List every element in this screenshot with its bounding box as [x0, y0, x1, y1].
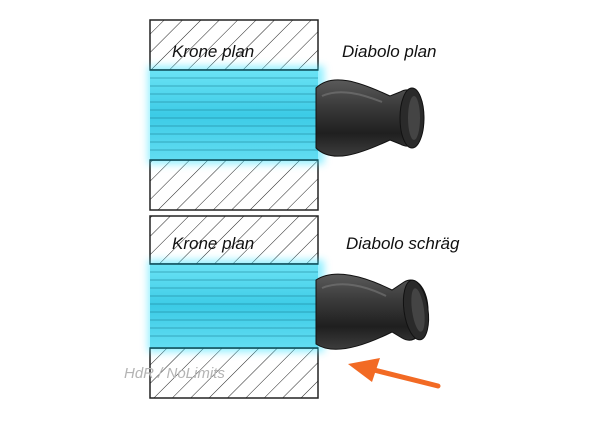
panel-1-left-label: Krone plan	[172, 42, 255, 61]
pellet-icon	[315, 79, 425, 157]
barrel-bottom-wall	[149, 159, 319, 211]
pellet-icon	[315, 273, 430, 350]
panel-2-right-label: Diabolo schräg	[346, 234, 460, 253]
watermark: HdR / NoLimits	[124, 365, 225, 382]
panel-1	[148, 19, 425, 211]
panel-2-left-label: Krone plan	[172, 234, 255, 253]
panel-1-right-label: Diabolo plan	[342, 42, 437, 61]
barrel-top-wall	[149, 19, 319, 71]
barrel-bore	[148, 260, 324, 352]
arrow-icon	[348, 358, 441, 389]
barrel-top-wall	[149, 215, 319, 265]
barrel-bottom-wall	[149, 347, 319, 399]
barrel-bore	[148, 66, 324, 164]
panel-2	[148, 215, 441, 399]
